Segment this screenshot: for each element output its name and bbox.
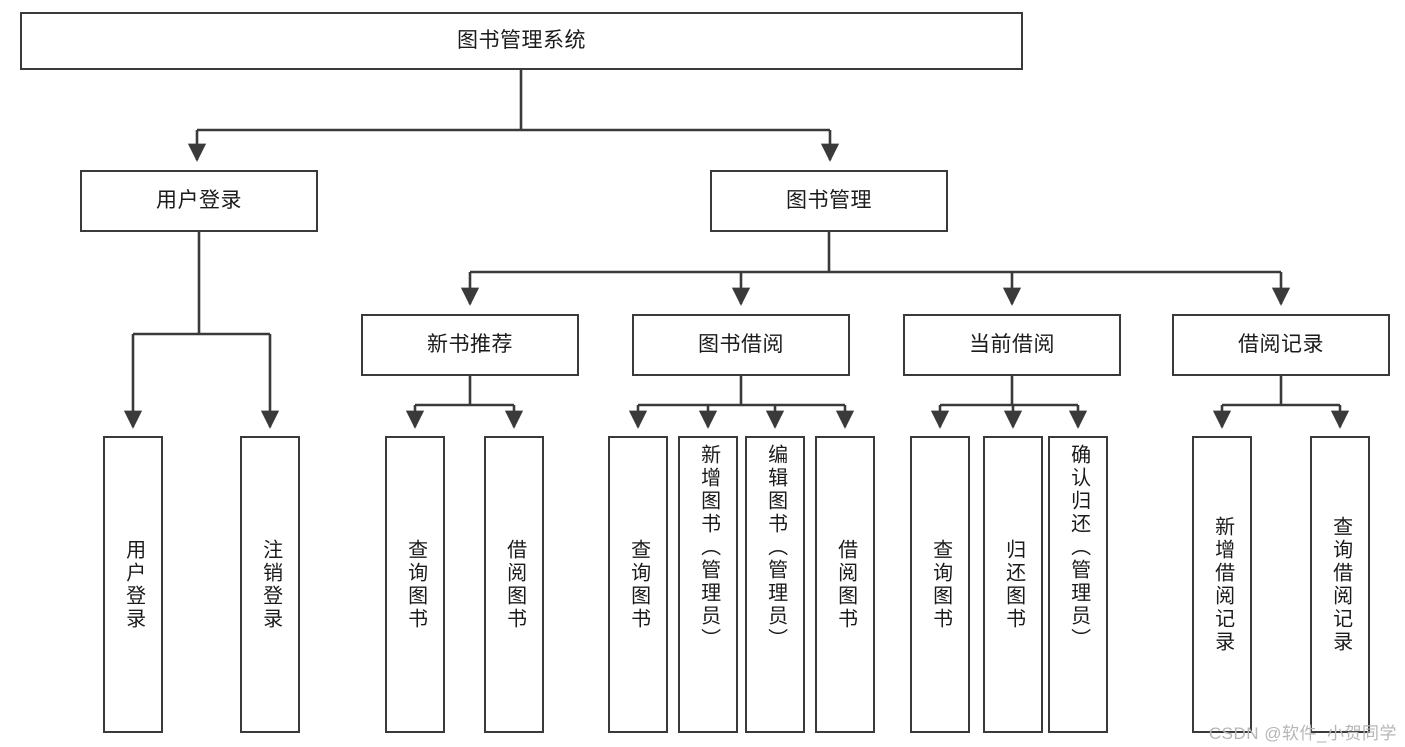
node-leaf-query-book-borrow[interactable]: 查询图书 [608, 436, 668, 733]
node-label: 归还图书 [1002, 538, 1025, 631]
node-leaf-user-login[interactable]: 用户登录 [103, 436, 163, 733]
node-label: 图书借阅 [698, 332, 784, 356]
node-label: 查询图书 [404, 538, 427, 631]
node-leaf-confirm-return-admin[interactable]: 确认归还（管理员） [1048, 436, 1108, 733]
node-label: 借阅记录 [1238, 332, 1324, 356]
node-leaf-add-borrow-record[interactable]: 新增借阅记录 [1192, 436, 1252, 733]
node-label: 借阅图书 [503, 538, 526, 631]
node-leaf-add-book-admin[interactable]: 新增图书（管理员） [678, 436, 738, 733]
node-leaf-borrow-book[interactable]: 借阅图书 [815, 436, 875, 733]
node-book-borrow[interactable]: 图书借阅 [632, 314, 850, 376]
node-label: 编辑图书（管理员） [764, 444, 787, 651]
node-label: 图书管理系统 [457, 28, 586, 52]
node-leaf-query-book-recommend[interactable]: 查询图书 [385, 436, 445, 733]
node-label: 新书推荐 [427, 332, 513, 356]
node-leaf-borrow-book-recommend[interactable]: 借阅图书 [484, 436, 544, 733]
node-label: 用户登录 [122, 538, 145, 631]
node-label: 查询图书 [627, 538, 650, 631]
node-root-system-title[interactable]: 图书管理系统 [20, 12, 1023, 70]
node-user-login[interactable]: 用户登录 [80, 170, 318, 232]
node-new-book-recommend[interactable]: 新书推荐 [361, 314, 579, 376]
node-label: 新增借阅记录 [1211, 515, 1234, 654]
node-label: 查询借阅记录 [1329, 515, 1352, 654]
node-current-borrow[interactable]: 当前借阅 [903, 314, 1121, 376]
node-label: 新增图书（管理员） [697, 444, 720, 651]
node-leaf-return-book[interactable]: 归还图书 [983, 436, 1043, 733]
node-leaf-query-book-current[interactable]: 查询图书 [910, 436, 970, 733]
node-label: 确认归还（管理员） [1067, 444, 1090, 651]
node-label: 注销登录 [259, 538, 282, 631]
node-book-manage[interactable]: 图书管理 [710, 170, 948, 232]
node-leaf-logout[interactable]: 注销登录 [240, 436, 300, 733]
node-label: 当前借阅 [969, 332, 1055, 356]
node-label: 用户登录 [156, 188, 242, 212]
node-borrow-record[interactable]: 借阅记录 [1172, 314, 1390, 376]
node-leaf-edit-book-admin[interactable]: 编辑图书（管理员） [745, 436, 805, 733]
node-label: 查询图书 [929, 538, 952, 631]
node-label: 图书管理 [786, 188, 872, 212]
node-leaf-query-borrow-record[interactable]: 查询借阅记录 [1310, 436, 1370, 733]
node-label: 借阅图书 [834, 538, 857, 631]
